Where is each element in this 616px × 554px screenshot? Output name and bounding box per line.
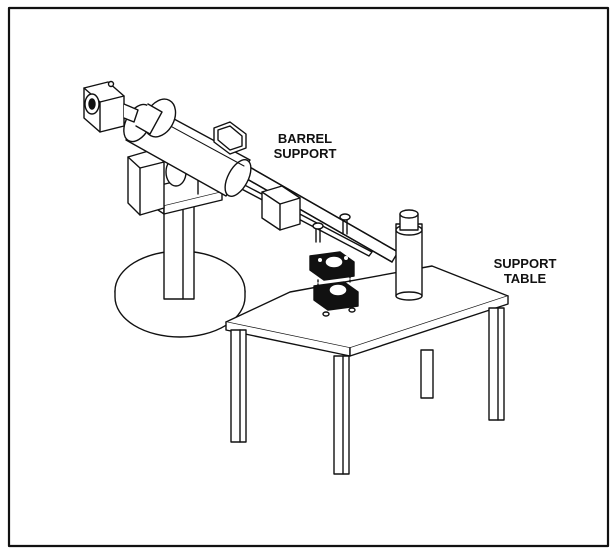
table-legs xyxy=(230,307,505,475)
figure-border xyxy=(7,6,610,548)
barrel-collar xyxy=(135,98,177,138)
end-block xyxy=(83,80,139,133)
support-post xyxy=(395,209,423,301)
support-table-label-line1: SUPPORT xyxy=(493,256,557,271)
slider-block xyxy=(261,185,301,231)
support-table-label: SUPPORT TABLE xyxy=(478,256,572,286)
table-top xyxy=(225,265,509,357)
barrel-support-label-line1: BARREL xyxy=(277,131,333,146)
barrel-clamp-ring xyxy=(213,121,247,155)
clamp-screws xyxy=(312,213,351,243)
stand-column xyxy=(163,204,195,300)
barrel-support-label: BARREL SUPPORT xyxy=(256,131,354,161)
support-table-label-line2: TABLE xyxy=(503,271,547,286)
barrel-support-label-line2: SUPPORT xyxy=(273,146,337,161)
barrel-support-clamp xyxy=(309,251,359,317)
